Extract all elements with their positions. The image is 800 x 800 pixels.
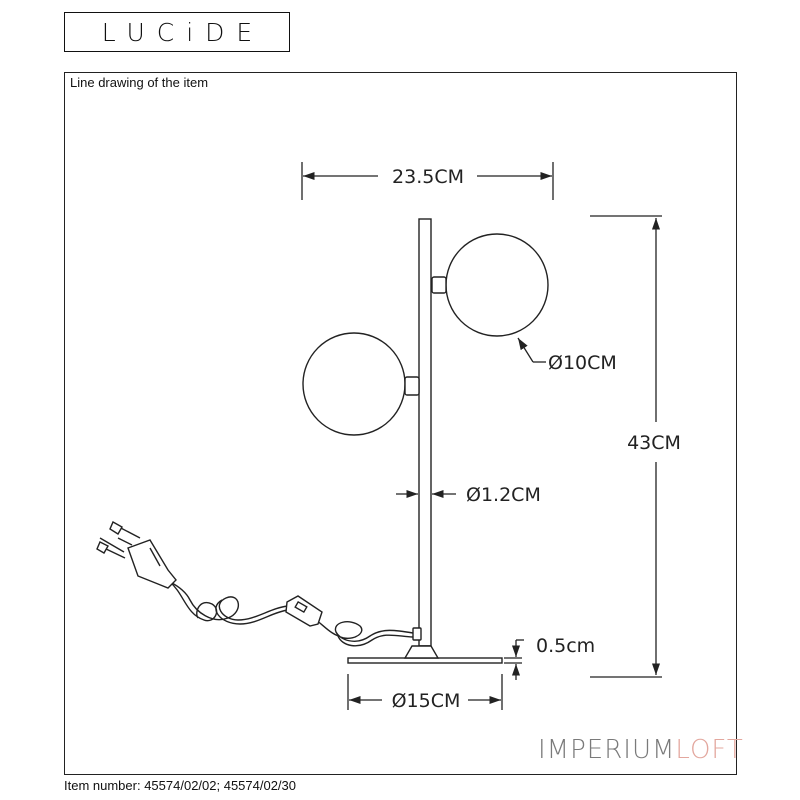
cord-switch-icon [285,595,323,627]
width-dimension [301,162,554,200]
width-label: 23.5CM [392,166,464,188]
base-thickness-label: 0.5cm [536,635,595,657]
base-diameter-dimension [347,674,503,710]
watermark-part-2: LOFT [675,735,744,765]
lamp-base [347,657,503,664]
cable-entry [412,627,422,641]
base-diameter-label: Ø15CM [392,690,461,712]
lower-globe-holder [404,376,420,396]
lower-globe [302,332,406,436]
drawing-caption: Line drawing of the item [70,75,209,90]
item-number: Item number: 45574/02/02; 45574/02/30 [64,778,297,793]
lamp-stem [418,218,432,647]
base-stand [403,645,440,659]
power-cord [169,581,414,647]
height-label: 43CM [627,432,681,454]
lamp-body [302,218,549,664]
brand-logo: LUCiDE [64,12,290,52]
stem-diameter-label: Ø1.2CM [466,484,541,506]
watermark-part-1: IMPERIUM [538,735,676,765]
upper-globe-holder [431,276,447,294]
watermark: IMPERIUMLOFT [538,735,744,765]
euro-plug-icon [96,521,177,589]
globe-diameter-label: Ø10CM [548,352,617,374]
brand-name: LUCiDE [101,18,265,47]
globe-dimension [517,337,546,363]
upper-globe [445,233,549,337]
base-thickness-dimension [504,639,524,680]
drawing-frame [64,72,737,775]
height-dimension [590,215,662,678]
